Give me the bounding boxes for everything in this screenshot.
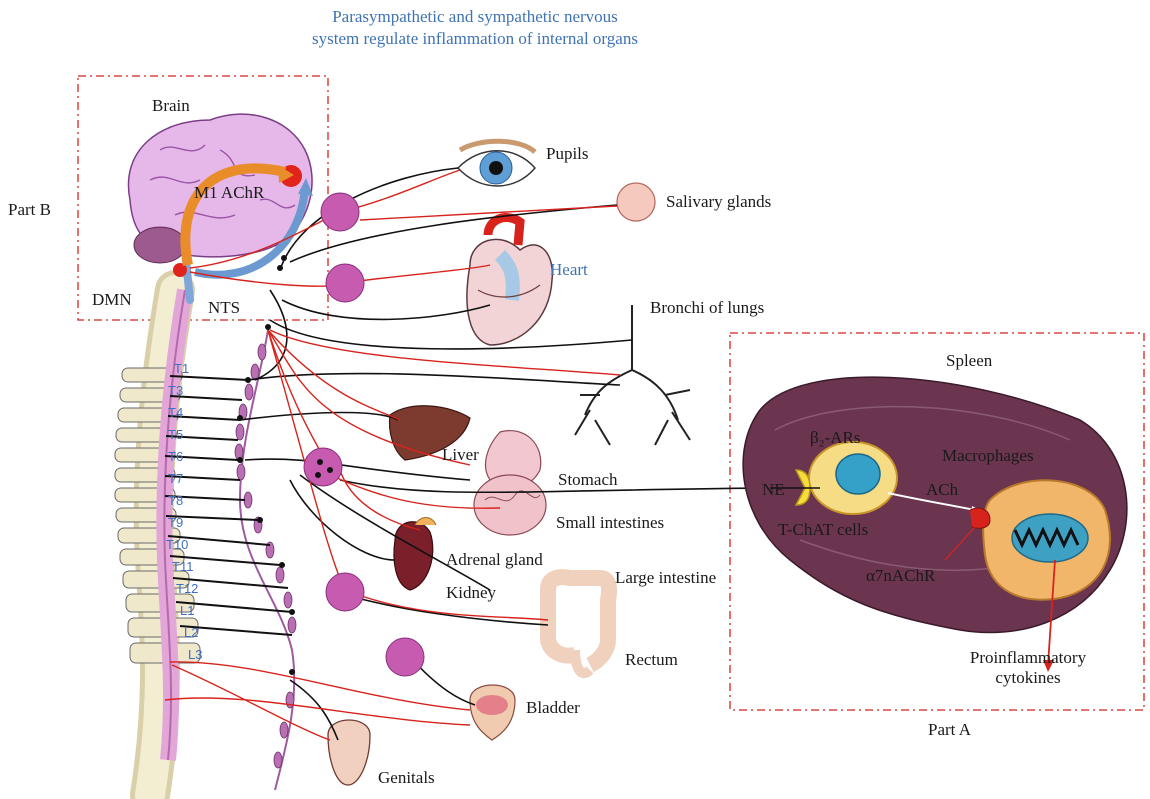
m1-achr-label: M1 AChR: [194, 183, 264, 203]
t-chat-cell: [809, 442, 897, 514]
nts-label: NTS: [208, 298, 240, 318]
adrenal-gland-label: Adrenal gland: [446, 550, 543, 570]
t-chat-cells-label: T-ChAT cells: [778, 520, 868, 540]
dmn-label: DMN: [92, 290, 132, 310]
vertebra-label: T8: [168, 494, 183, 507]
vertebra-label: T5: [168, 428, 183, 441]
large-intestine-illustration: [548, 577, 609, 673]
heart-label: Heart: [550, 260, 588, 280]
ne-label: NE: [762, 480, 785, 500]
liver-label: Liver: [442, 445, 479, 465]
brain: [128, 114, 313, 300]
cytokines-line-2: cytokines: [968, 668, 1088, 688]
vertebra-label: L1: [180, 604, 194, 617]
part-b-label: Part B: [8, 200, 51, 220]
vertebra-label: T1: [174, 362, 189, 375]
a7nachr-receptor: [970, 508, 990, 528]
bronchi-label: Bronchi of lungs: [650, 298, 764, 318]
a7nachr-label: α7nAChR: [866, 566, 935, 586]
heart-illustration: [467, 218, 552, 345]
title-line-2: system regulate inflammation of internal…: [0, 28, 950, 50]
macrophage: [983, 480, 1110, 599]
large-intestine-label: Large intestine: [615, 568, 716, 588]
vertebra-label: T10: [166, 538, 188, 551]
salivary-gland-illustration: [617, 183, 655, 221]
part-a-label: Part A: [928, 720, 971, 740]
lungs-illustration: [575, 305, 690, 445]
vertebra-label: L3: [188, 648, 202, 661]
vertebra-label: T7: [168, 472, 183, 485]
beta2-ars-label: β₂-ARs: [810, 428, 860, 448]
vertebra-label: T11: [172, 560, 193, 573]
cytokines-label: Proinflammatory cytokines: [968, 648, 1088, 687]
bladder-illustration: [470, 685, 515, 740]
spleen-label: Spleen: [946, 351, 992, 371]
eye-illustration: [458, 141, 535, 186]
title-line-1: Parasympathetic and sympathetic nervous: [0, 6, 950, 28]
small-intestines-illustration: [474, 475, 546, 535]
vertebra-label: T12: [176, 582, 198, 595]
vertebra-label: L2: [184, 626, 198, 639]
vertebra-label: T9: [168, 516, 183, 529]
vertebra-label: T3: [168, 384, 183, 397]
brain-label: Brain: [152, 96, 190, 116]
vertebra-label: T6: [168, 450, 183, 463]
cytokines-line-1: Proinflammatory: [968, 648, 1088, 668]
vertebra-label: T4: [168, 406, 183, 419]
pupils-label: Pupils: [546, 144, 589, 164]
salivary-glands-label: Salivary glands: [666, 192, 771, 212]
rectum-label: Rectum: [625, 650, 678, 670]
stomach-label: Stomach: [558, 470, 618, 490]
macrophages-label: Macrophages: [942, 446, 1034, 466]
kidney-label: Kidney: [446, 583, 496, 603]
bladder-label: Bladder: [526, 698, 580, 718]
genitals-label: Genitals: [378, 768, 435, 788]
small-intestines-label: Small intestines: [556, 513, 664, 533]
figure-title: Parasympathetic and sympathetic nervous …: [0, 6, 950, 50]
ach-label: ACh: [926, 480, 958, 500]
